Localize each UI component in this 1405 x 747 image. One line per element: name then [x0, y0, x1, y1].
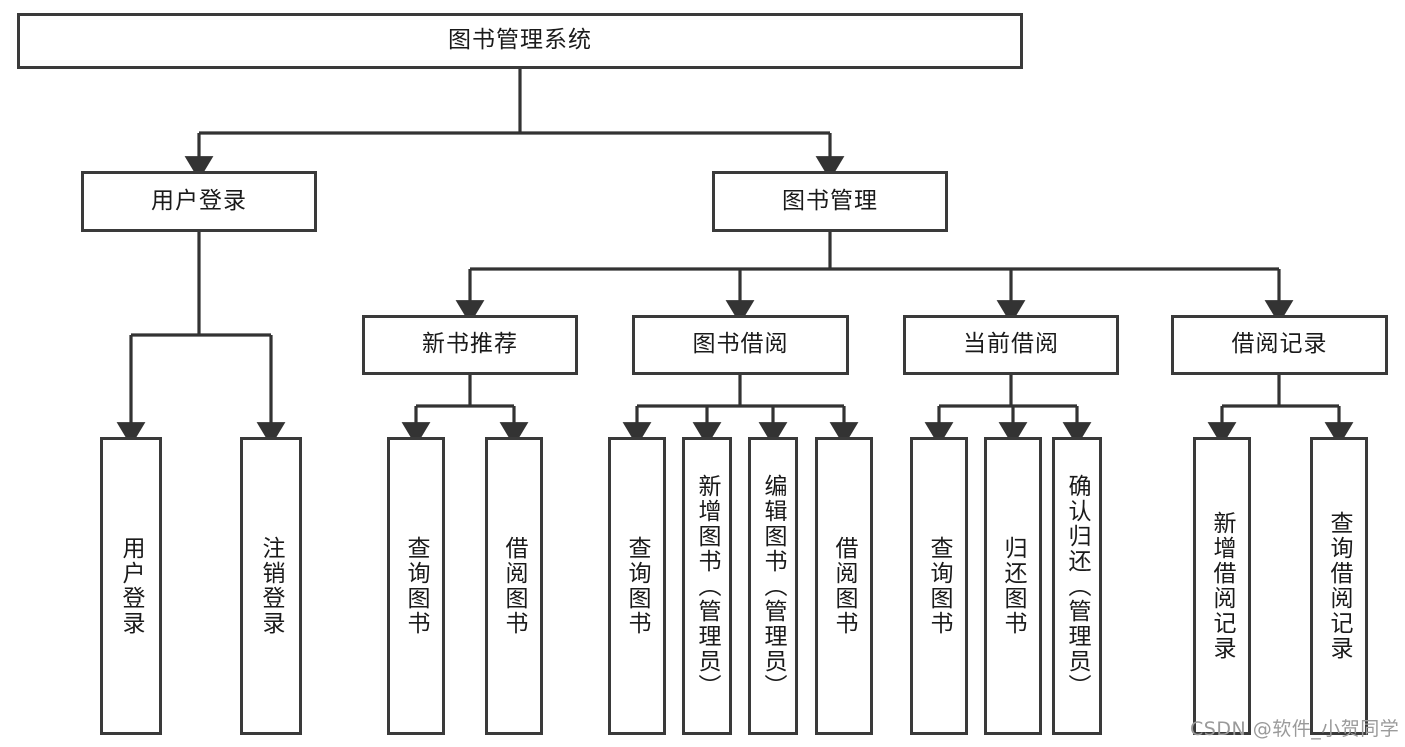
- node-leaf-query-book-cur[interactable]: 查询图书: [910, 437, 968, 735]
- node-leaf-confirm-return-label: 确认归还（管理员）: [1064, 473, 1091, 699]
- node-leaf-query-book-cur-label: 查询图书: [926, 536, 953, 636]
- node-leaf-borrow-book[interactable]: 借阅图书: [815, 437, 873, 735]
- node-leaf-edit-book-label: 编辑图书（管理员）: [760, 473, 787, 699]
- node-root-label: 图书管理系统: [448, 27, 592, 54]
- node-leaf-query-book-borrow[interactable]: 查询图书: [608, 437, 666, 735]
- node-leaf-user-login[interactable]: 用户登录: [100, 437, 162, 735]
- node-book-manage[interactable]: 图书管理: [712, 171, 948, 232]
- node-leaf-user-login-label: 用户登录: [118, 536, 145, 636]
- edge-group-borrow-record: [1207, 375, 1354, 447]
- node-leaf-confirm-return[interactable]: 确认归还（管理员）: [1052, 437, 1102, 735]
- node-leaf-borrow-book-rec-label: 借阅图书: [501, 536, 528, 636]
- node-book-borrow[interactable]: 图书借阅: [632, 315, 849, 375]
- edge-group-current-borrow: [924, 375, 1092, 447]
- node-new-book-recommend-label: 新书推荐: [422, 331, 518, 358]
- edge-group-book-borrow: [622, 375, 859, 447]
- node-leaf-add-book-label: 新增图书（管理员）: [694, 473, 721, 699]
- edge-group-book-manage: [455, 232, 1294, 325]
- node-leaf-return-book[interactable]: 归还图书: [984, 437, 1042, 735]
- node-leaf-logout-label: 注销登录: [258, 536, 285, 636]
- node-user-login[interactable]: 用户登录: [81, 171, 317, 232]
- node-leaf-query-record-label: 查询借阅记录: [1326, 511, 1353, 661]
- node-borrow-record-label: 借阅记录: [1231, 331, 1328, 358]
- node-user-login-label: 用户登录: [151, 187, 247, 214]
- node-leaf-add-record[interactable]: 新增借阅记录: [1193, 437, 1251, 735]
- node-leaf-borrow-book-rec[interactable]: 借阅图书: [485, 437, 543, 735]
- node-leaf-add-record-label: 新增借阅记录: [1209, 511, 1236, 661]
- edge-group-root: [184, 69, 845, 181]
- node-leaf-query-book-borrow-label: 查询图书: [624, 536, 651, 636]
- node-current-borrow-label: 当前借阅: [963, 331, 1059, 358]
- node-leaf-logout[interactable]: 注销登录: [240, 437, 302, 735]
- node-book-borrow-label: 图书借阅: [692, 331, 789, 358]
- edge-group-user-login: [116, 232, 286, 447]
- node-leaf-query-book-rec-label: 查询图书: [403, 536, 430, 636]
- node-root[interactable]: 图书管理系统: [17, 13, 1023, 69]
- node-leaf-query-record[interactable]: 查询借阅记录: [1310, 437, 1368, 735]
- node-leaf-query-book-rec[interactable]: 查询图书: [387, 437, 445, 735]
- node-book-manage-label: 图书管理: [782, 187, 878, 214]
- node-leaf-edit-book[interactable]: 编辑图书（管理员）: [748, 437, 798, 735]
- node-leaf-borrow-book-label: 借阅图书: [831, 536, 858, 636]
- node-borrow-record[interactable]: 借阅记录: [1171, 315, 1388, 375]
- edge-group-new-book-recommend: [401, 375, 529, 447]
- node-leaf-return-book-label: 归还图书: [1000, 536, 1027, 636]
- node-new-book-recommend[interactable]: 新书推荐: [362, 315, 578, 375]
- node-leaf-add-book[interactable]: 新增图书（管理员）: [682, 437, 732, 735]
- node-current-borrow[interactable]: 当前借阅: [903, 315, 1119, 375]
